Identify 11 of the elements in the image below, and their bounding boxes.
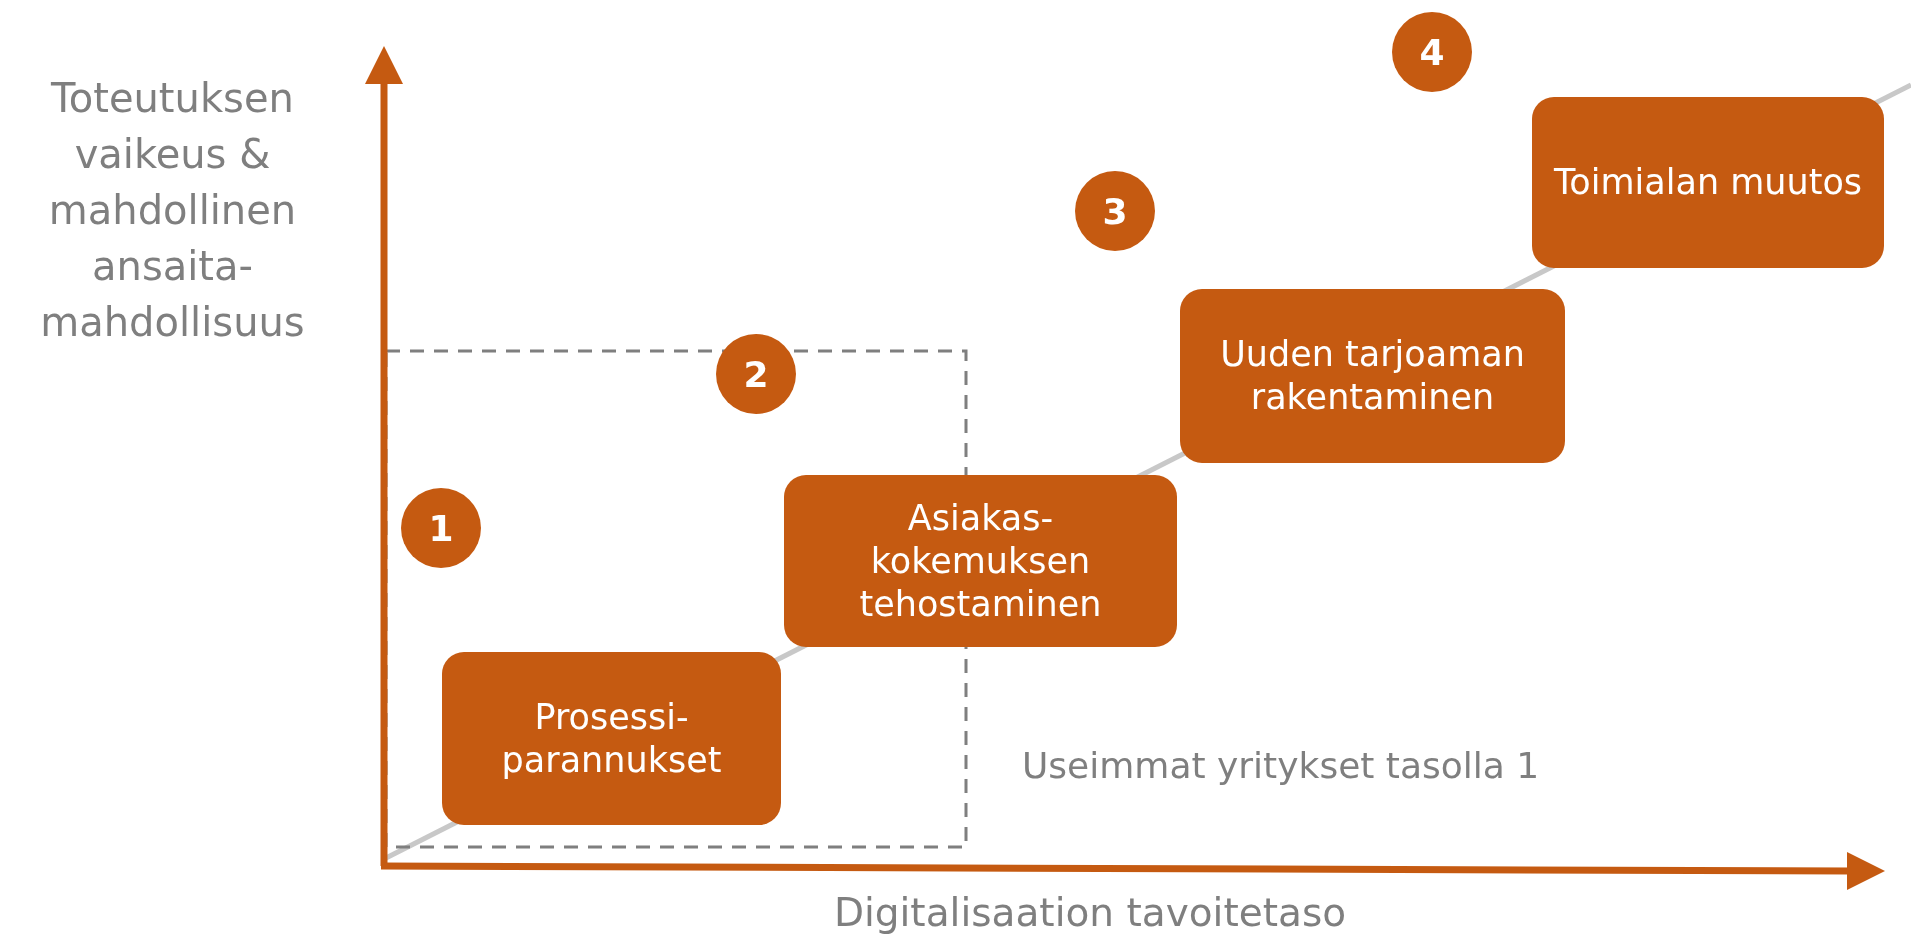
number-badge: 2 — [716, 334, 796, 414]
axis-title: Toteutuksen vaikeus & mahdollinen ansaita-mahdollisuus — [39, 74, 306, 347]
note-text: Useimmat yritykset tasolla 1 — [1022, 745, 1540, 786]
stage-box: Uuden tarjoaman rakentaminen — [1180, 289, 1565, 463]
number-badge: 3 — [1075, 171, 1155, 251]
number-badge: 4 — [1392, 12, 1472, 92]
stage-box: Toimialan muutos — [1532, 97, 1884, 268]
stage-box: Prosessi-parannukset — [442, 652, 781, 825]
axis-title: Digitalisaation tavoitetaso — [832, 890, 1348, 935]
number-badge: 1 — [401, 488, 481, 568]
stage-box: Asiakas-kokemuksen tehostaminen — [784, 475, 1177, 647]
